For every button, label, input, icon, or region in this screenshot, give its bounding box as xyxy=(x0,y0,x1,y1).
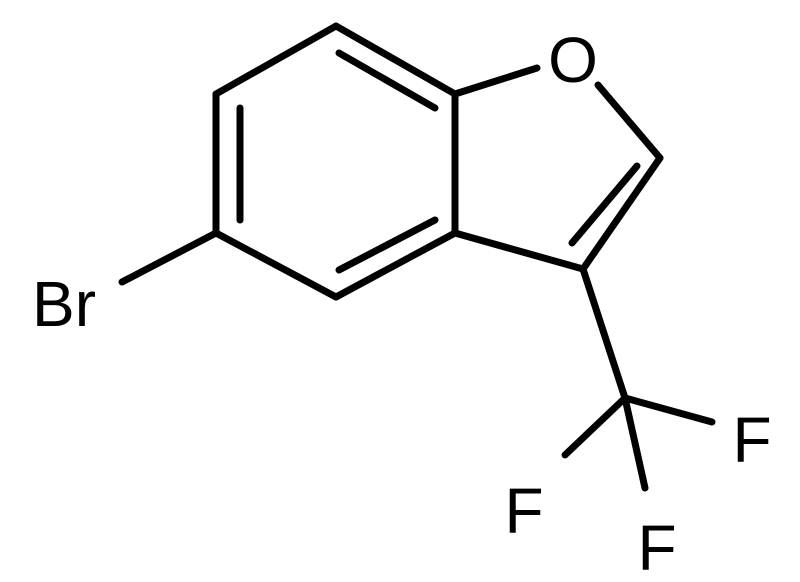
bond-c6-c7 xyxy=(212,22,340,98)
bromine-label: Br xyxy=(32,268,96,340)
bond-c2-c3-inner xyxy=(568,162,641,247)
oxygen-label: O xyxy=(548,24,598,96)
bond-lines xyxy=(118,22,716,492)
bond-c4-c5 xyxy=(212,229,340,301)
bond-c5-br xyxy=(118,229,220,286)
fluorine-label-right: F xyxy=(732,404,771,476)
bond-c7a-o1 xyxy=(451,64,541,98)
bond-c2-c3 xyxy=(579,154,664,273)
bond-c7-c7a-inner xyxy=(335,49,439,112)
bond-c3-cf3 xyxy=(579,265,629,402)
fluorine-label-bottom: F xyxy=(637,512,676,582)
bond-c-f-bottom xyxy=(621,394,649,492)
bond-c3a-c4-inner xyxy=(335,216,439,274)
bond-c7-c7a xyxy=(332,22,459,98)
bond-o1-c2 xyxy=(594,81,664,162)
bond-c3a-c4 xyxy=(332,229,459,301)
bond-c3-c3a xyxy=(451,229,587,273)
fluorine-label-left: F xyxy=(504,475,543,547)
atom-labels: O Br F F F xyxy=(32,24,772,582)
bond-c-f-left xyxy=(561,394,629,459)
bond-c-f-right xyxy=(621,394,716,426)
